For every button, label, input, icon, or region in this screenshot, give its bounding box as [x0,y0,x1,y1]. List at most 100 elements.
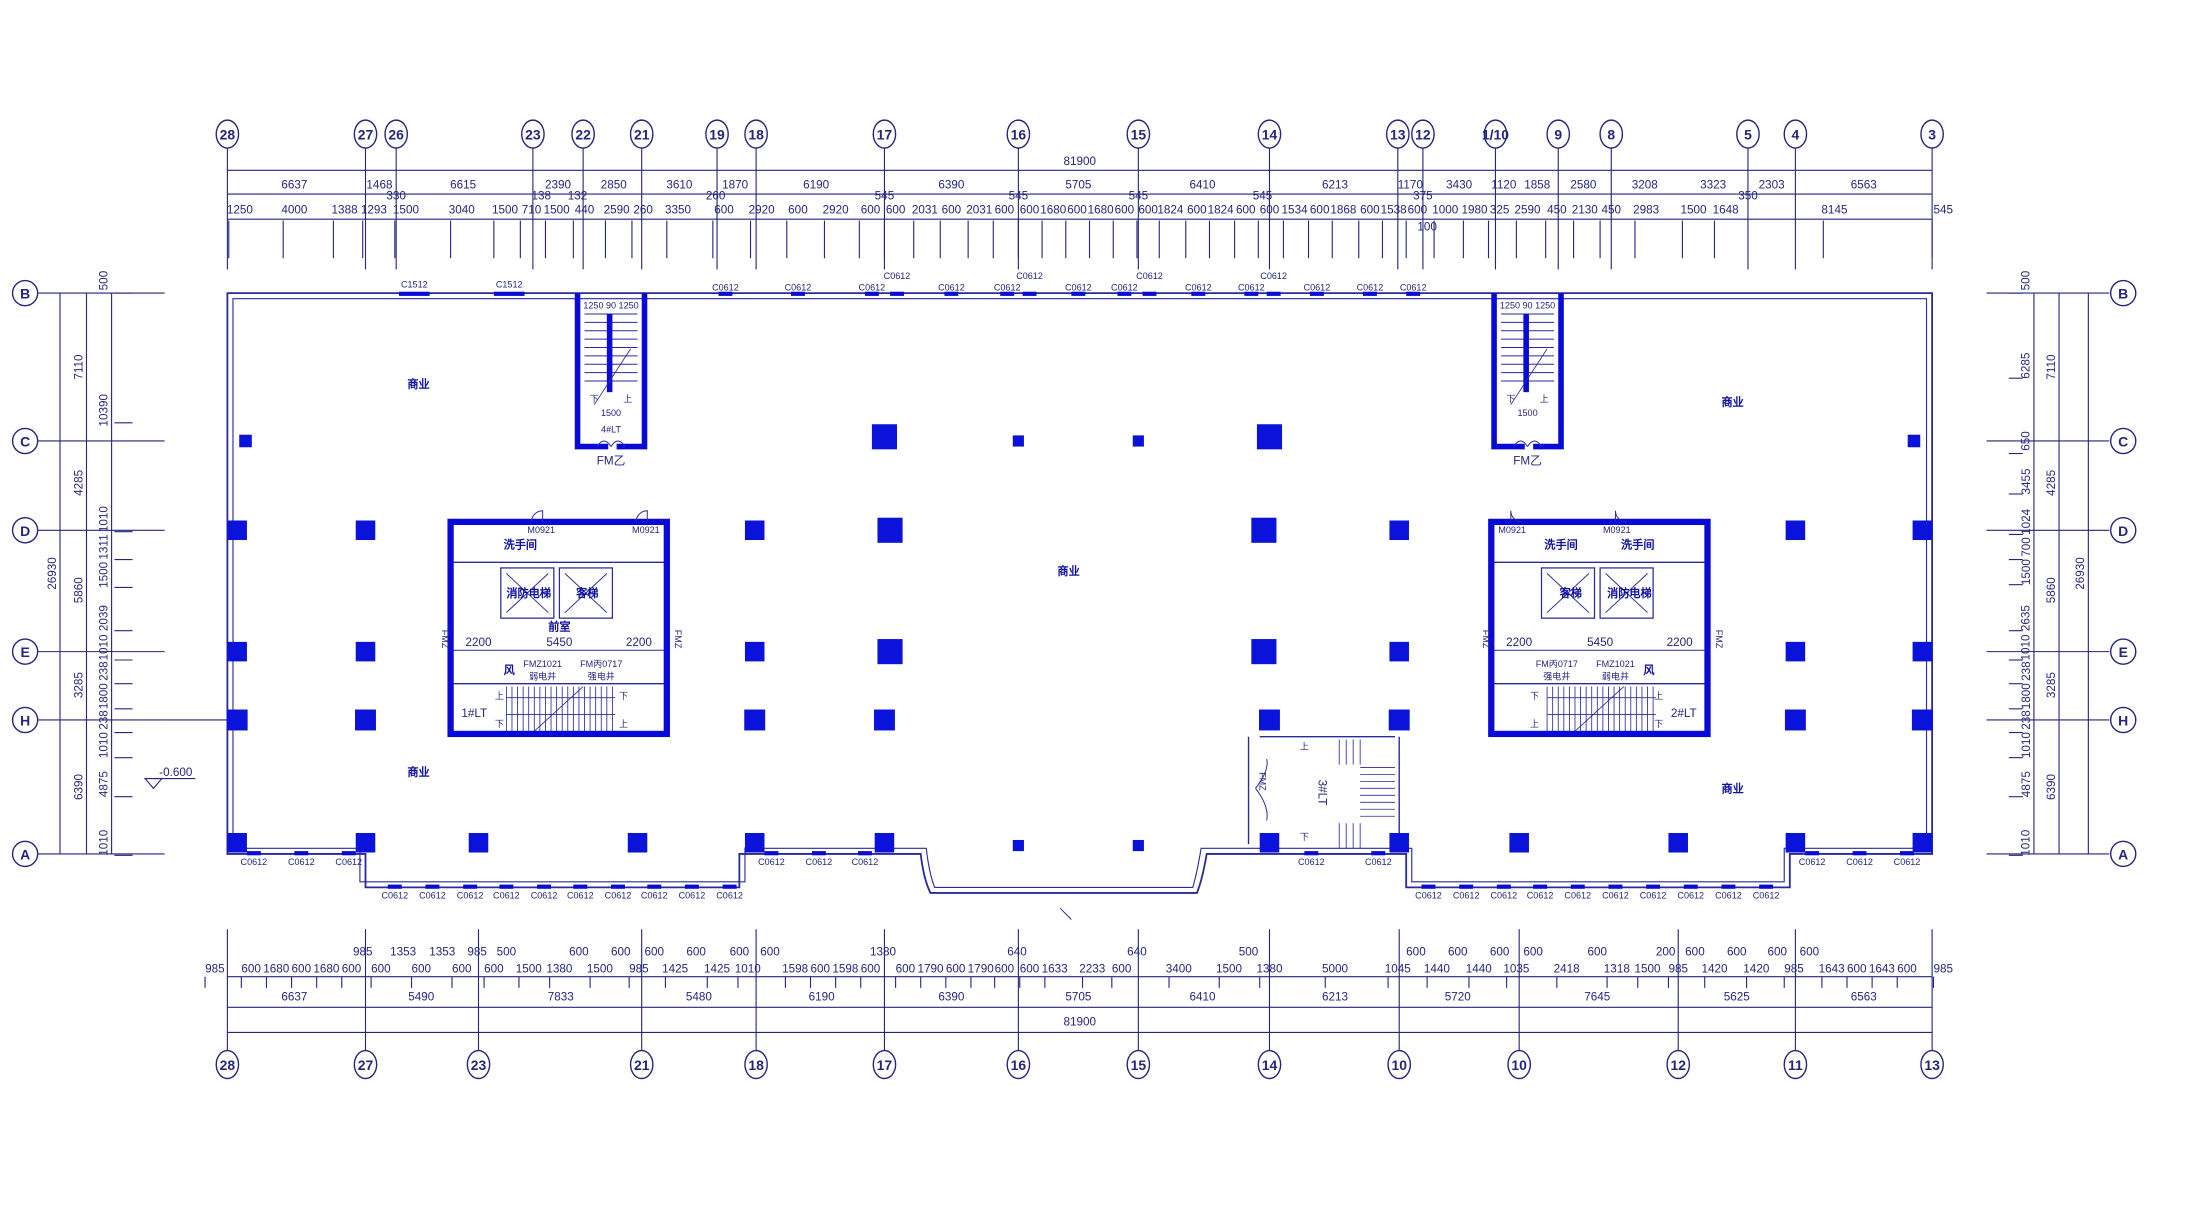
window-c0612 [573,884,588,889]
bottom-small-dimension: 600 [1685,946,1705,959]
right-overall-dimension: 26930 [2074,557,2087,590]
structural-column [627,832,648,853]
axis-label-bottom: 12 [1670,1057,1686,1073]
structural-column [355,520,376,541]
room-label-lobby: 前室 [548,620,570,634]
axis-label-bottom: 13 [1924,1057,1940,1073]
structural-column [877,639,903,665]
top-detail-dimension: 600 [788,204,808,217]
row-bubble [11,638,39,665]
axis-bubble [1006,1049,1031,1080]
right-detail-dimension: 700 [2020,537,2033,557]
window-c0612 [764,851,779,856]
top-detail-dimension: 4000 [281,204,308,217]
bottom-detail-dimension: 600 [896,962,916,975]
window-label-c0612: C0612 [1527,891,1554,901]
bottom-detail-dimension: 600 [452,962,472,975]
structural-column [744,520,765,541]
top-detail-dimension: 2920 [749,204,776,217]
window-c1512 [493,291,525,296]
top-axis-dimension: 6615 [450,178,477,191]
left-detail-dimension: 1010 [97,634,110,661]
right-detail-dimension: 1010 [2020,829,2033,856]
structural-column [873,709,895,731]
door-label-m0921: M0921 [1603,525,1631,535]
top-detail-dimension: 1250 [227,204,254,217]
structural-column [1907,434,1921,448]
window-c0612 [1406,291,1421,296]
top-small-dimension: 100 [1417,220,1437,233]
window-c0612 [387,884,402,889]
bottom-detail-dimension: 1318 [1604,962,1630,975]
axis-label-top: 4 [1792,127,1800,143]
right-detail-dimension: 1010 [2020,634,2033,661]
window-label-c0612: C0612 [241,857,268,867]
window-c0612 [1371,851,1386,856]
bottom-small-dimension: 1380 [870,946,897,959]
axis-bubble [571,119,595,149]
left-axis-dimension: 7110 [72,354,85,380]
window-c0612 [1421,884,1436,889]
window-label-c0612: C0612 [1753,891,1780,901]
window-label-c0612: C0612 [785,282,812,292]
right-axis-dimension: 4285 [2045,469,2058,496]
bottom-detail-dimension: 1420 [1743,962,1770,975]
row-bubble [2109,427,2137,455]
window-c0612 [1304,851,1319,856]
top-detail-dimension: 1680 [1040,204,1067,217]
bottom-detail-dimension: 1643 [1819,962,1845,975]
elevator-cross-icon [1605,573,1648,613]
axis-label-top: 22 [575,127,591,143]
structural-column [1259,709,1280,731]
top-detail-dimension: 600 [1115,204,1135,217]
bottom-axis-dimension: 7833 [548,990,574,1003]
axis-bubble [353,119,378,149]
right-axis-dimension: 6390 [2045,773,2058,800]
structural-column [227,520,247,541]
bottom-detail-dimension: 600 [292,962,312,975]
stair-label-2: 2#LT [1671,707,1697,720]
axis-bubble [629,1049,654,1080]
structural-column [227,832,247,853]
window-c0612 [1759,884,1774,889]
axis-label-bottom: 17 [877,1057,893,1073]
fire-door-label: FMZ [673,630,683,649]
axis-label-top: 26 [388,127,404,143]
stair-label-1: 1#LT [461,707,487,720]
axis-label-top: 9 [1554,127,1562,143]
exterior-wall-inner [232,298,1928,888]
window-label-c0612: C0612 [1640,891,1667,901]
bottom-detail-dimension: 2418 [1554,962,1580,975]
axis-label-bottom: 10 [1391,1057,1407,1073]
stair-down-label: 下 [1654,719,1663,729]
axis-label-bottom: 15 [1131,1057,1147,1073]
axis-bubble [1507,1049,1532,1080]
bottom-detail-dimension: 600 [1020,962,1040,975]
right-detail-dimension: 500 [2020,270,2033,290]
row-bubble [2109,638,2137,665]
axis-label-bottom: 28 [220,1057,236,1073]
row-bubble [11,517,39,544]
stair-up-label: 上 [1540,394,1549,404]
axis-label-top: 17 [877,127,893,143]
top-detail-dimension: 1500 [393,204,420,217]
top-detail-dimension: 2920 [823,204,850,217]
room-label-commercial: 商业 [1721,395,1743,409]
axis-bubble [353,1049,378,1080]
top-detail-dimension: 1388 [332,204,358,217]
structural-column [1012,435,1024,447]
top-detail-dimension: 450 [1547,204,1567,217]
structural-column [355,641,376,662]
window-label-c0612: C0612 [938,282,965,292]
window-c0612 [1191,291,1206,296]
right-detail-dimension: 1800 [2020,683,2033,710]
window-c0612 [722,884,737,889]
bottom-axis-dimension: 6563 [1851,990,1877,1003]
axis-bubble [384,119,409,149]
core-right [1488,518,1711,738]
structural-column [1785,520,1806,541]
top-detail-dimension: 260 [633,204,653,217]
bottom-detail-dimension: 1045 [1385,962,1412,975]
axis-bubble [1385,119,1410,149]
door-swing-icon [1614,510,1627,523]
